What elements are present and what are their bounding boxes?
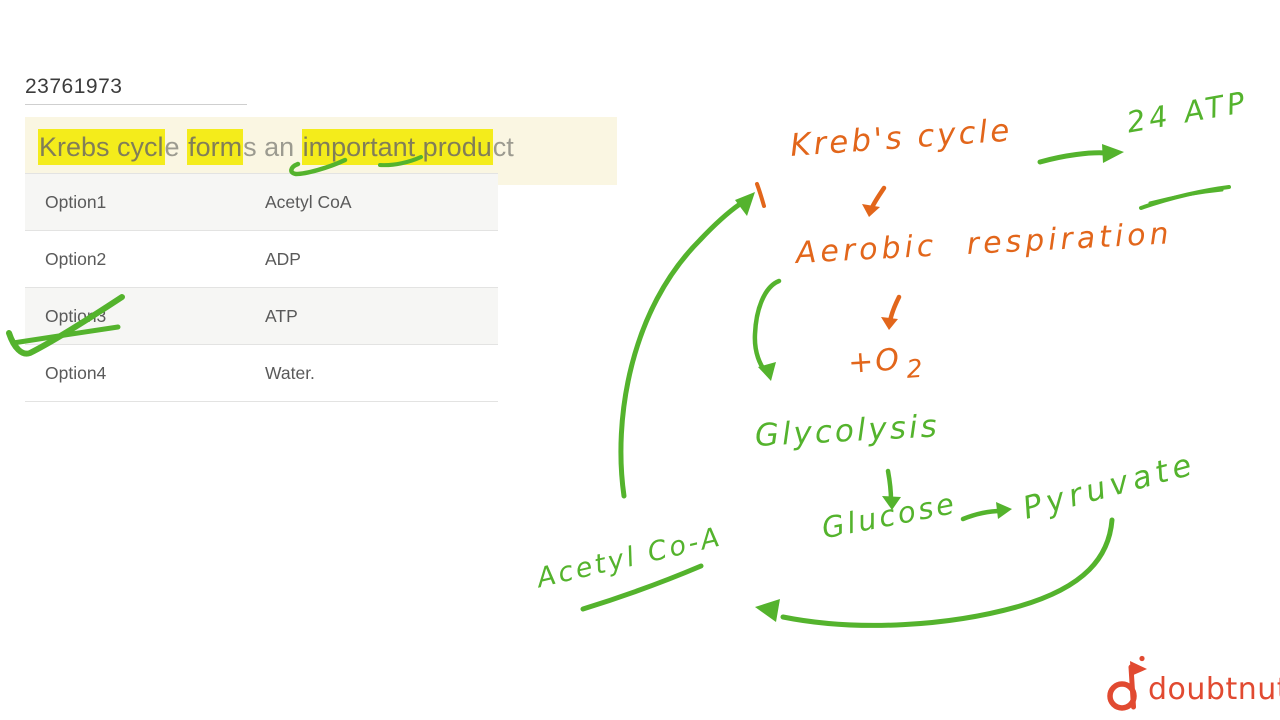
option-value: Water. <box>265 362 315 383</box>
option-label: Option1 <box>45 191 107 212</box>
option-row-3[interactable]: Option3 ATP <box>25 288 498 345</box>
option-row-2[interactable]: Option2 ADP <box>25 231 498 288</box>
handwriting-glucose: Glucose <box>819 485 960 546</box>
question-segment: form <box>187 129 244 165</box>
arrow-glycolysis-down <box>885 468 894 503</box>
arrowhead-to-acetyl <box>755 599 780 622</box>
handwriting-acetyl-coa: Acetyl Co-A <box>534 521 726 595</box>
handwriting-plus-o2-main: +O <box>847 342 903 381</box>
option-label: Option3 <box>45 305 107 326</box>
underline-atp-1 <box>1139 185 1231 210</box>
arrowhead-up-to-krebs <box>735 192 755 216</box>
handwriting-pyruvate: Pyruvate <box>1019 445 1201 527</box>
handwriting-glycolysis: Glycolysis <box>754 408 941 454</box>
arrowhead-down-krebs <box>862 204 880 217</box>
question-segment: ct <box>492 132 514 162</box>
arrowhead-glucose-to-pyruvate <box>996 502 1012 519</box>
arrow-curve-down-left <box>752 278 782 376</box>
option-value: Acetyl CoA <box>265 191 352 212</box>
handwriting-krebs-cycle: Kreb's cycle <box>789 112 1014 164</box>
handwriting-24-atp: 24 ATP <box>1124 84 1252 140</box>
stray-ink-mark <box>755 182 766 208</box>
question-text: Krebs cycle forms an important product <box>38 129 514 165</box>
question-segment: important produ <box>301 129 493 165</box>
question-segment: Krebs cycl <box>38 129 165 165</box>
options-table: Option1 Acetyl CoA Option2 ADP Option3 A… <box>25 173 498 402</box>
arrowhead-curve-down-left <box>758 362 776 381</box>
question-id: 23761973 <box>25 75 123 98</box>
arrow-down-respiration <box>887 294 902 325</box>
question-segment: e <box>164 132 188 162</box>
doubtnut-logo: doubtnut <box>1100 655 1280 717</box>
arrow-acetyl-up-to-krebs <box>618 201 743 499</box>
arrow-glucose-to-pyruvate <box>960 508 1004 522</box>
option-row-4[interactable]: Option4 Water. <box>25 345 498 402</box>
option-value: ADP <box>265 248 301 269</box>
doubtnut-logo-text: doubtnut <box>1148 672 1280 707</box>
handwriting-plus-o2-subscript: 2 <box>905 353 926 384</box>
option-value: ATP <box>265 305 298 326</box>
arrow-krebs-to-atp <box>1037 150 1109 165</box>
question-id-underline <box>25 104 247 105</box>
option-row-1[interactable]: Option1 Acetyl CoA <box>25 174 498 231</box>
handwriting-aerobic-respiration: Aerobic respiration <box>795 216 1174 271</box>
arrowhead-down-respiration <box>881 317 898 330</box>
question-segment: s an <box>243 132 302 162</box>
arrowhead-krebs-to-atp <box>1102 144 1124 163</box>
arrow-down-krebs <box>868 185 887 213</box>
option-label: Option4 <box>45 362 107 383</box>
underline-atp-2 <box>1148 188 1224 205</box>
option-label: Option2 <box>45 248 107 269</box>
doubtnut-logo-icon <box>1107 655 1147 711</box>
